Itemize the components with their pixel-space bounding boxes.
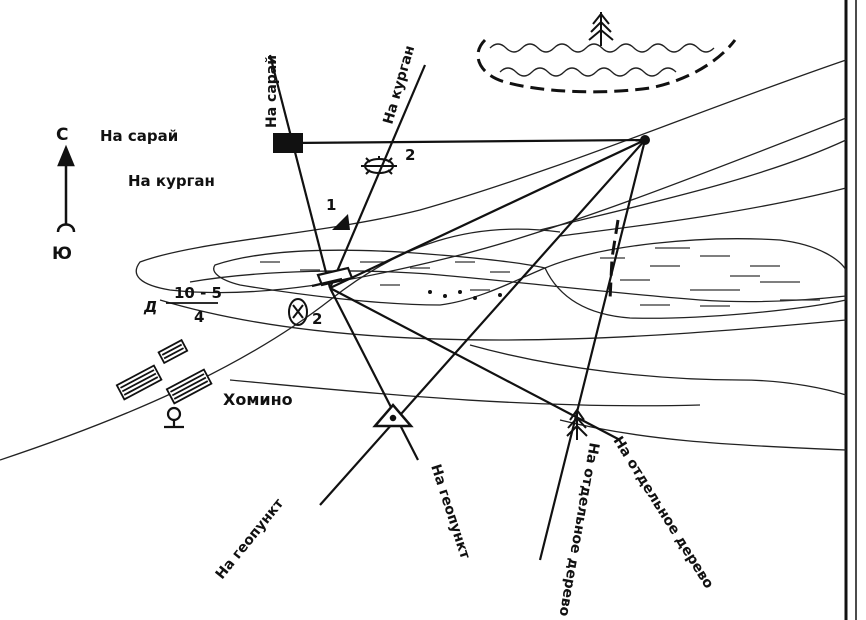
north-arrow-icon	[56, 144, 76, 233]
sighting-lines	[268, 54, 647, 561]
village-buildings	[115, 338, 213, 405]
road-letter-label: Д	[143, 298, 157, 316]
point-2-label: 2	[405, 146, 415, 164]
geodetic-point-icon	[372, 403, 414, 428]
contour-lines	[0, 59, 847, 461]
pit-2-label: 2	[312, 310, 322, 328]
geopoint-right-label: На геопункт	[427, 462, 473, 562]
marsh-dashed-boundary	[608, 219, 620, 301]
church-icon	[164, 406, 184, 429]
point-1-label: 1	[326, 196, 336, 214]
mound-icon	[361, 156, 397, 175]
barn-direction-label: На сарай	[100, 127, 178, 145]
geopoint-left-label: На геопункт	[213, 495, 288, 582]
north-label: С	[56, 125, 68, 145]
barn-icon	[273, 133, 303, 153]
village-label: Хомино	[223, 390, 293, 409]
bridge-denominator-label: 4	[194, 308, 204, 326]
conifer-tree-icon	[588, 12, 614, 46]
bridge-icon	[311, 266, 354, 288]
station-point-icon	[640, 135, 650, 145]
bridge-numerator-label: 10 - 5	[174, 284, 222, 302]
forest-boundary	[476, 38, 737, 94]
river-marsh	[189, 238, 847, 319]
tree-right-label: На отдельное дерево	[610, 434, 717, 592]
barn-vertical-label: На сарай	[264, 55, 280, 128]
south-label: Ю	[52, 244, 72, 264]
pit-icon	[288, 298, 308, 326]
landmark-1-icon	[332, 214, 350, 230]
lone-tree-icon	[566, 408, 588, 440]
mound-direction-label: На курган	[128, 172, 215, 190]
mound-vertical-label: На курган	[380, 44, 418, 126]
map-frame	[844, 0, 857, 620]
